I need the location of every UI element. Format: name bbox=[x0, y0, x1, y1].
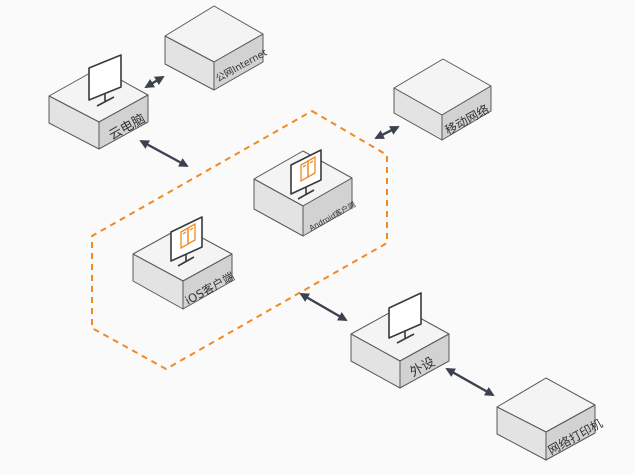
cloud-pc-box[interactable]: 云电脑 bbox=[48, 54, 149, 150]
network-printer-box[interactable]: 网络打印机 bbox=[496, 377, 605, 461]
monitor-icon bbox=[88, 54, 122, 107]
arrow-peripheral-printer bbox=[445, 367, 495, 397]
client-zone-outline bbox=[91, 110, 388, 370]
mobile-network-box[interactable]: 移动网络 bbox=[393, 58, 492, 141]
ios-client-box[interactable]: iOS客户端 bbox=[132, 216, 237, 310]
arrow-cloud-clients bbox=[139, 139, 189, 168]
android-client-box[interactable]: Android客户端 bbox=[253, 149, 357, 237]
peripheral-box[interactable]: 外设 bbox=[350, 292, 450, 389]
monitor-icon bbox=[388, 292, 422, 344]
arrow-clients-peripheral bbox=[299, 292, 348, 322]
phone-monitor-icon bbox=[290, 149, 322, 200]
arrow-clients-mobile bbox=[374, 125, 400, 140]
internet-box[interactable]: 公网Internet bbox=[164, 5, 269, 91]
arrow-cloud-internet bbox=[144, 75, 165, 89]
phone-monitor-icon bbox=[170, 216, 203, 267]
